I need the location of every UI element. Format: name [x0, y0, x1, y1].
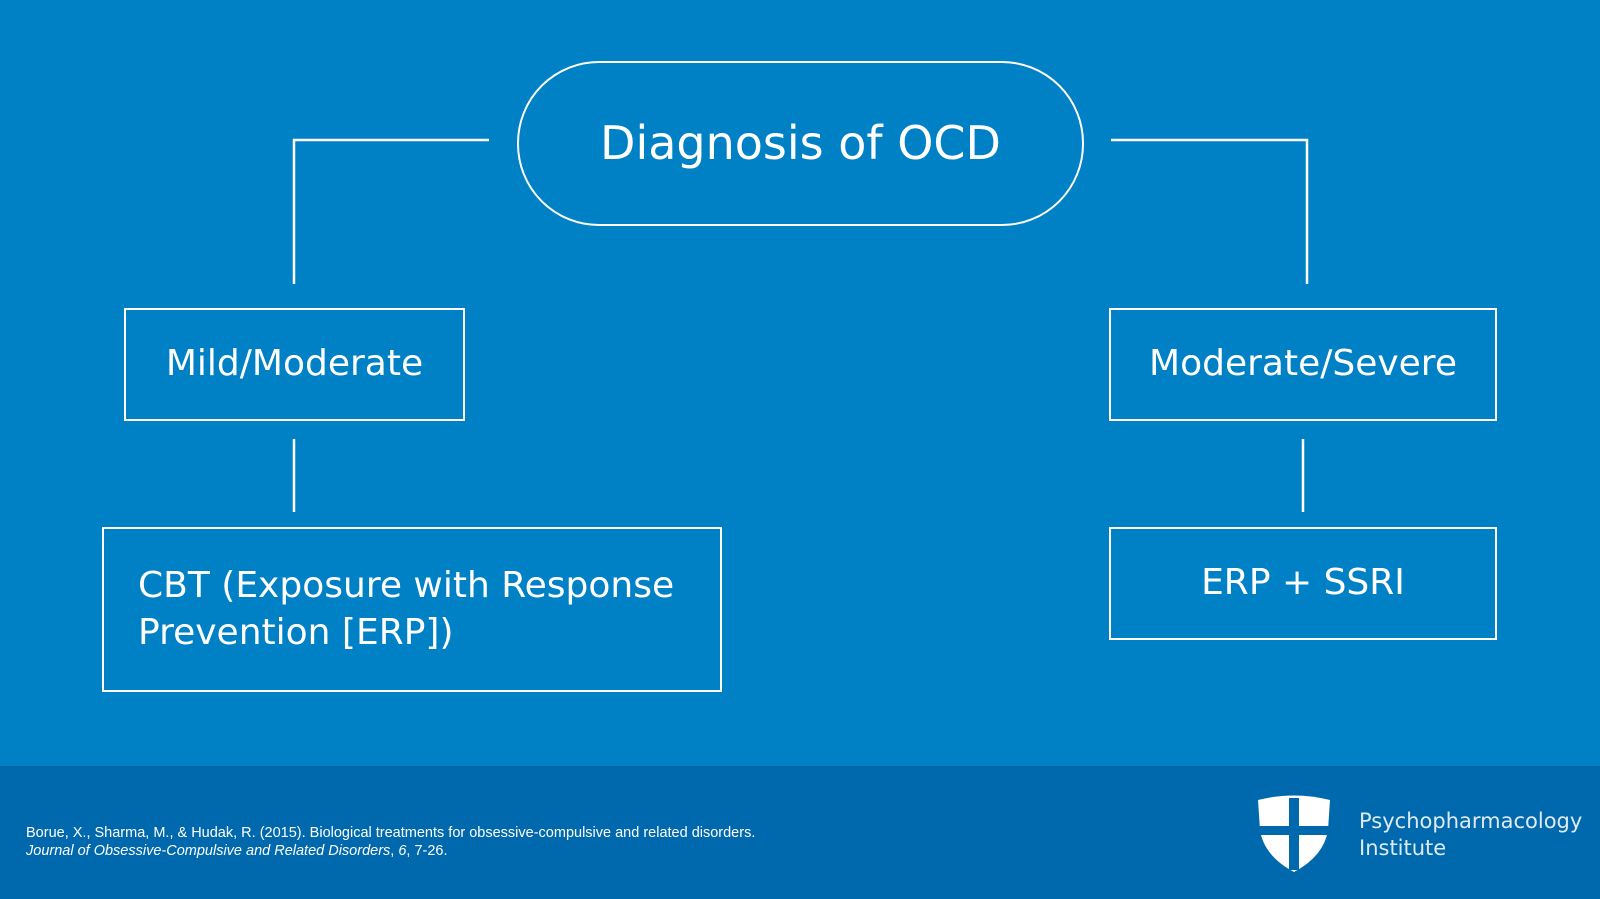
- citation-volume: 6: [398, 843, 407, 859]
- connector-root-to-severe: [1111, 138, 1309, 284]
- citation-journal: Journal of Obsessive-Compulsive and Rela…: [26, 843, 391, 859]
- branch-node-moderate-severe: Moderate/Severe: [1109, 308, 1497, 421]
- diagram-connectors: [292, 138, 1309, 512]
- footer-bar: Borue, X., Sharma, M., & Hudak, R. (2015…: [0, 766, 1600, 899]
- citation: Borue, X., Sharma, M., & Hudak, R. (2015…: [26, 824, 786, 860]
- treatment-node-erp-ssri: ERP + SSRI: [1109, 527, 1497, 640]
- brand-line: Psychopharmacology: [1359, 809, 1583, 833]
- diagram-canvas: Diagnosis of OCD Mild/Moderate Moderate/…: [102, 61, 1497, 692]
- branch-node-label: Moderate/Severe: [1149, 343, 1457, 385]
- root-node-label: Diagnosis of OCD: [600, 115, 1001, 170]
- shield-cross-icon: [1258, 795, 1330, 872]
- citation-separator: ,: [390, 843, 399, 859]
- brand-name: Psychopharmacology Institute: [1359, 808, 1582, 862]
- citation-authors-title: Borue, X., Sharma, M., & Hudak, R. (2015…: [26, 825, 756, 841]
- branch-node-label: Mild/Moderate: [165, 343, 424, 385]
- branch-node-mild-moderate: Mild/Moderate: [124, 308, 465, 421]
- treatment-line: ERP + SSRI: [1201, 562, 1405, 604]
- treatment-node-cbt: CBT (Exposure with Response Prevention […: [102, 527, 722, 692]
- connector-root-to-mild: [292, 138, 489, 284]
- treatment-line: CBT (Exposure with Response: [138, 564, 675, 606]
- brand-line: Institute: [1359, 836, 1447, 860]
- treatment-line: Prevention [ERP]): [138, 611, 454, 653]
- treatment-node-text: CBT (Exposure with Response Prevention […: [138, 563, 674, 657]
- citation-pages: , 7-26.: [406, 843, 448, 859]
- root-node-diagnosis: Diagnosis of OCD: [517, 61, 1084, 226]
